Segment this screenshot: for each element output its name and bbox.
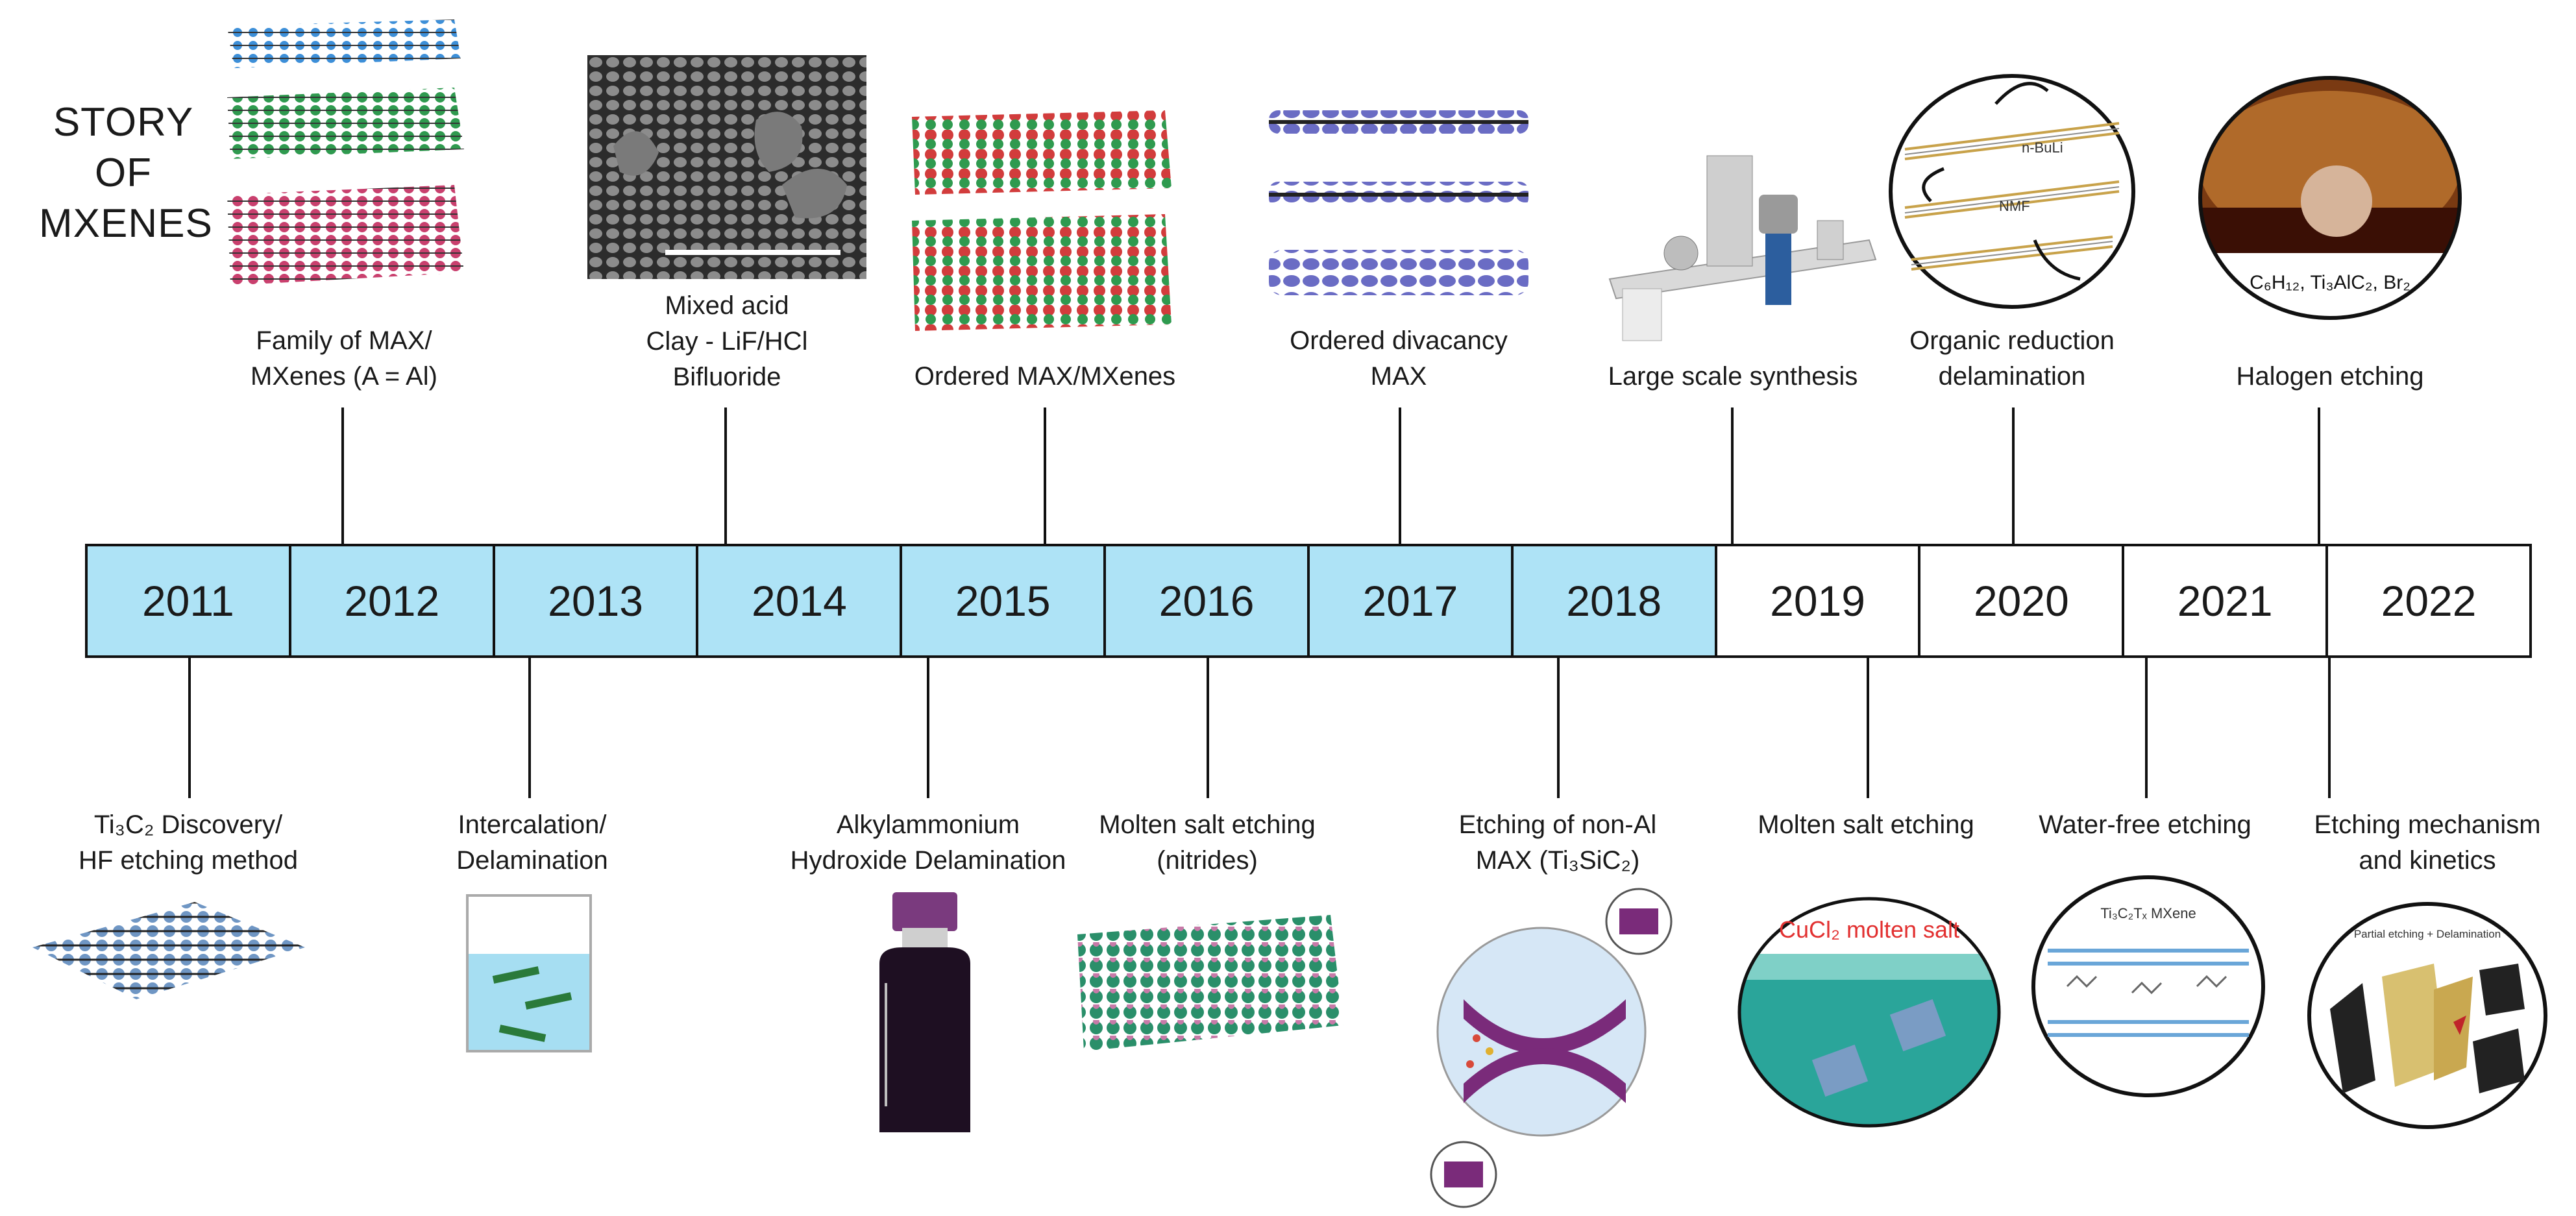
event-2019b-label: Molten salt etching <box>1758 810 1974 839</box>
partial-etching-label: Partial etching + Delamination <box>2354 928 2501 940</box>
connector-top-2019 <box>1731 407 1734 545</box>
reactor-setup-image <box>1608 155 1877 341</box>
event-2020-label: Organic reduction delamination <box>1909 326 2115 391</box>
year-2022: 2022 <box>2328 546 2529 655</box>
year-2013: 2013 <box>495 546 699 655</box>
ti3c2tx-label: Ti₃C₂Tₓ MXene <box>2100 905 2196 921</box>
year-2018: 2018 <box>1513 546 1717 655</box>
year-2019: 2019 <box>1717 546 1921 655</box>
sem-micrograph-image <box>587 55 866 279</box>
story-title: STORY OF MXENES <box>39 100 213 246</box>
event-2021-label: Halogen etching <box>2236 362 2424 391</box>
event-2012-label: Family of MAX/ MXenes (A = Al) <box>251 326 437 391</box>
connector-bottom-2016 <box>1207 657 1209 798</box>
connector-bottom-2018 <box>1557 657 1560 798</box>
ordered-max-crystal-image <box>912 110 1171 331</box>
event-2014-label: Mixed acid Clay - LiF/HCl Bifluoride <box>646 291 808 391</box>
nitride-crystal-image <box>1077 915 1343 1051</box>
cucl2-molten-salt-image: CuCl₂ molten salt <box>1737 897 2001 1128</box>
connector-bottom-2022 <box>2328 657 2331 798</box>
max-family-crystal-image <box>227 19 464 286</box>
nmf-label: NMF <box>1999 198 2030 214</box>
divacancy-max-image <box>1269 110 1528 295</box>
event-2022-label: Etching mechanism and kinetics <box>2314 810 2541 875</box>
nbuli-label: n-BuLi <box>2022 140 2063 156</box>
year-2017: 2017 <box>1309 546 1514 655</box>
year-2016: 2016 <box>1106 546 1310 655</box>
year-2011: 2011 <box>88 546 291 655</box>
non-al-max-image <box>1430 888 1673 1208</box>
event-2011-label: Ti₃C₂ Discovery/ HF etching method <box>79 810 298 875</box>
connector-top-2021 <box>2318 407 2320 545</box>
connector-top-2017 <box>1399 407 1401 545</box>
connector-top-2015 <box>1044 407 1046 545</box>
event-2015b-label: Alkylammonium Hydroxide Delamination <box>790 810 1066 875</box>
year-2015: 2015 <box>902 546 1107 655</box>
connector-top-2014 <box>724 407 727 545</box>
year-2020: 2020 <box>1920 546 2125 655</box>
connector-bottom-2013 <box>528 657 531 798</box>
beaker-image <box>466 894 592 1052</box>
event-2017-label: Ordered divacancy MAX <box>1290 326 1508 391</box>
timeline-bar: 2011 2012 2013 2014 2015 2016 2017 2018 … <box>85 544 2532 658</box>
water-free-etching-image: Ti₃C₂Tₓ MXene <box>2031 875 2265 1097</box>
year-2014: 2014 <box>698 546 903 655</box>
connector-top-2012 <box>341 407 344 545</box>
connector-top-2020 <box>2012 407 2015 545</box>
etching-mechanism-image: Partial etching + Delamination <box>2307 902 2547 1129</box>
event-2016-label: Molten salt etching (nitrides) <box>1099 810 1316 875</box>
event-2020b-label: Water-free etching <box>2039 810 2251 839</box>
event-2018-label: Etching of non-Al MAX (Ti₃SiC₂) <box>1458 810 1657 875</box>
year-2021: 2021 <box>2124 546 2329 655</box>
ti3c2-crystal-image <box>32 902 305 999</box>
connector-bottom-2020 <box>2145 657 2148 798</box>
bottle-image <box>879 892 970 1132</box>
organic-delamination-image: n-BuLi NMF <box>1889 74 2135 309</box>
halogen-etching-image: C₆H₁₂, Ti₃AlC₂, Br₂ <box>2198 76 2462 320</box>
year-2012: 2012 <box>291 546 495 655</box>
connector-bottom-2011 <box>188 657 191 798</box>
event-2013-label: Intercalation/ Delamination <box>456 810 608 875</box>
cucl2-label: CuCl₂ molten salt <box>1779 916 1959 943</box>
connector-bottom-2019 <box>1867 657 1869 798</box>
event-2019-label: Large scale synthesis <box>1608 362 1858 391</box>
halogen-reagents-label: C₆H₁₂, Ti₃AlC₂, Br₂ <box>2250 272 2410 293</box>
event-2015-label: Ordered MAX/MXenes <box>914 362 1176 391</box>
connector-bottom-2015 <box>927 657 929 798</box>
